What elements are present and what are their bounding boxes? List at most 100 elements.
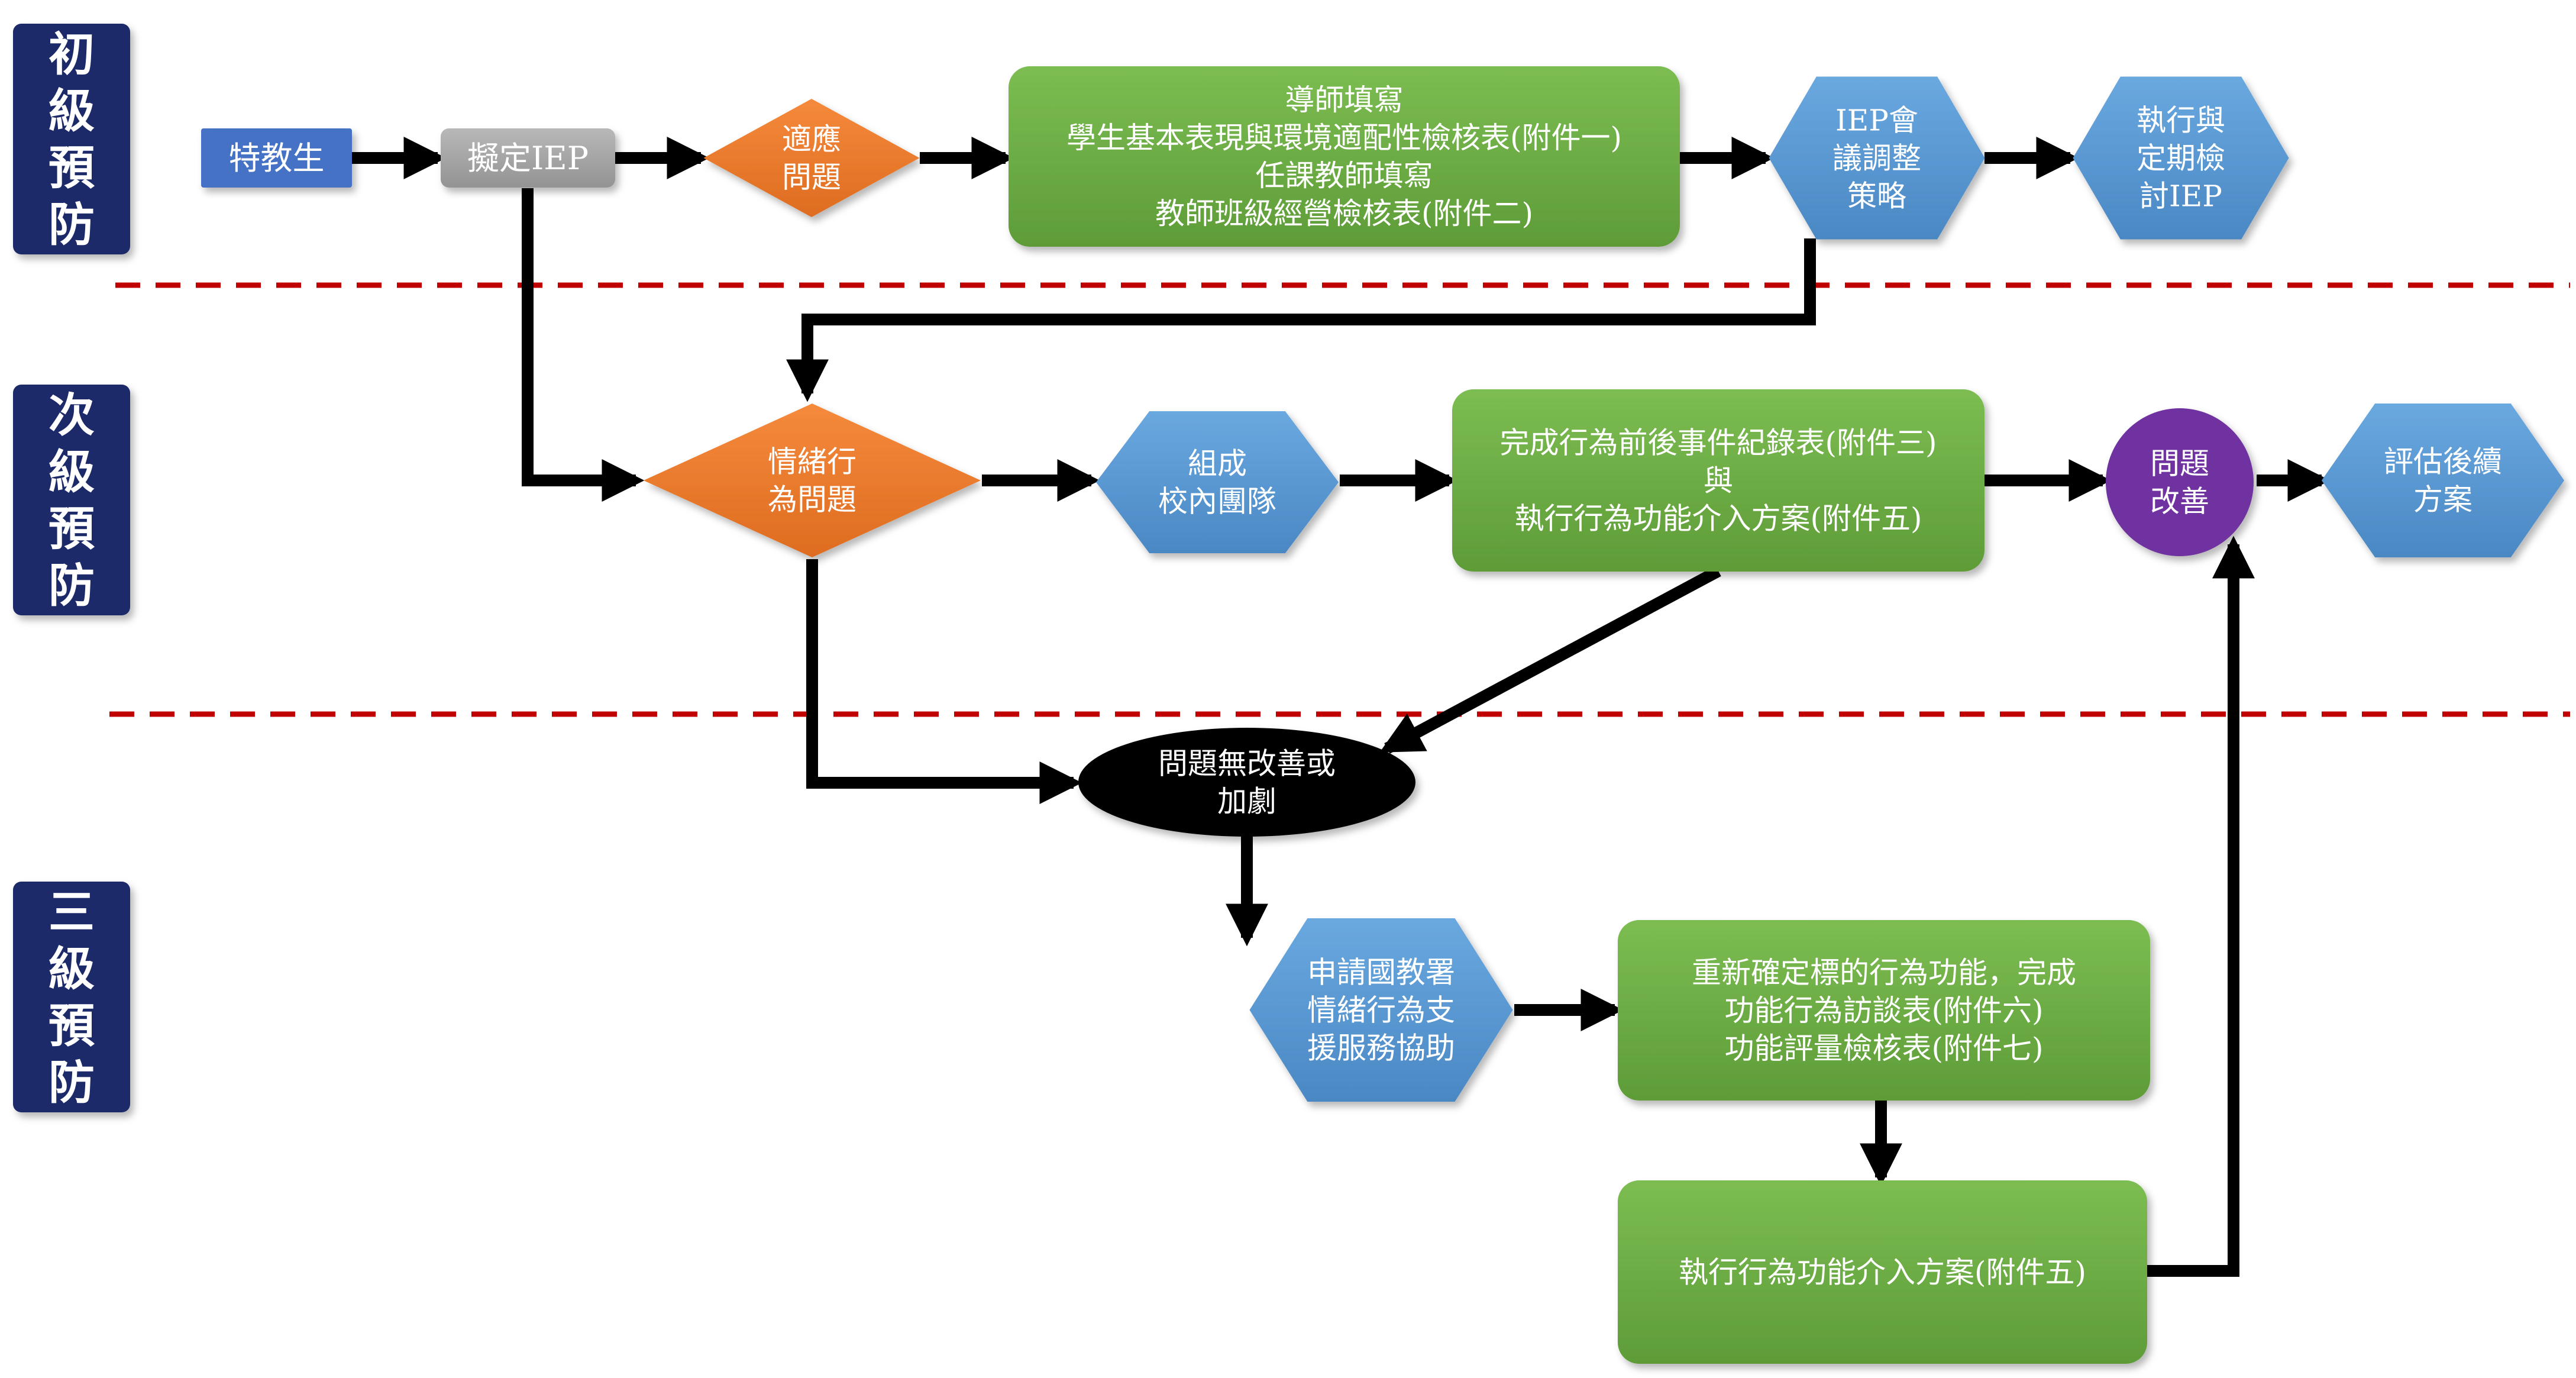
node-execute-review-iep: 執行與定期檢討IEP [2073, 76, 2289, 240]
tier-primary-badge [13, 24, 130, 254]
tier-secondary-text-line: 次 [49, 389, 95, 442]
node-execute-review-iep-label-line: 定期檢 [2137, 141, 2225, 176]
node-problem-improved-label-line: 問題 [2150, 447, 2209, 481]
node-teacher-forms-label-line: 任課教師填寫 [1256, 159, 1433, 193]
node-iep-meeting-label-line: 策略 [1847, 179, 1906, 214]
node-emotional-behavior-problem-label-line: 為問題 [768, 483, 856, 517]
node-evaluate-follow-up-label: 評估後續方案 [2384, 445, 2502, 517]
node-draft-iep-shape [441, 128, 615, 188]
node-evaluate-follow-up-label-line: 評估後續 [2384, 445, 2502, 479]
node-teacher-forms-shape [1009, 66, 1680, 247]
tier-secondary-text-line: 預 [49, 502, 95, 556]
arrow-emotional-to-no-improvement [806, 559, 1082, 804]
node-school-team-shape [1096, 411, 1339, 553]
node-iep-meeting-label-line: 議調整 [1832, 141, 1921, 176]
node-fba-interview-label: 重新確定標的行為功能，完成功能行為訪談表(附件六)功能評量檢核表(附件七) [1692, 956, 2076, 1066]
node-adaptation-problem: 適應問題 [703, 99, 920, 217]
tier-secondary-text: 次級預防 [49, 389, 95, 612]
node-abc-record-label: 完成行為前後事件紀錄表(附件三) 與執行行為功能介入方案(附件五) [1499, 426, 1937, 536]
node-school-team: 組成校內團隊 [1096, 411, 1339, 553]
node-problem-improved-shape [2106, 408, 2254, 556]
tier-secondary-text-line: 防 [49, 559, 95, 612]
node-abc-record-shape [1452, 389, 1984, 572]
node-abc-record-label-line: 執行行為功能介入方案(附件五) [1514, 502, 1922, 536]
node-execute-review-iep-shape [2073, 76, 2289, 240]
node-adaptation-problem-label-line: 問題 [782, 160, 841, 195]
node-teacher-forms: 導師填寫學生基本表現與環境適配性檢核表(附件一) 任課教師填寫教師班級經營檢核表(… [1009, 66, 1680, 247]
node-apply-support-shape [1249, 918, 1513, 1102]
node-abc-record: 完成行為前後事件紀錄表(附件三) 與執行行為功能介入方案(附件五) [1452, 389, 1984, 572]
node-abc-record-label-line: 完成行為前後事件紀錄表(附件三) [1499, 426, 1937, 460]
node-apply-support-label-line: 援服務協助 [1307, 1031, 1455, 1066]
node-special-student: 特教生 [201, 128, 352, 188]
node-draft-iep-label-line: 擬定IEP [467, 140, 589, 177]
node-iep-meeting-shape [1769, 76, 1985, 240]
tier-tertiary-text-line: 三 [49, 886, 95, 939]
tier-tertiary-badge [13, 882, 130, 1112]
node-fba-interview-label-line: 重新確定標的行為功能，完成 [1692, 956, 2076, 990]
node-fba-interview-label-line: 功能評量檢核表(附件七) [1724, 1031, 2043, 1066]
node-no-improvement-shape [1078, 728, 1415, 837]
node-evaluate-follow-up: 評估後續方案 [2322, 404, 2564, 557]
node-execute-bip-shape [1618, 1180, 2147, 1364]
tier-primary-text-line: 級 [49, 85, 95, 138]
node-execute-bip-label-line: 執行行為功能介入方案(附件五) [1679, 1256, 2086, 1290]
node-execute-review-iep-label: 執行與定期檢討IEP [2137, 104, 2225, 214]
arrow-execute-bip-to-improved [2147, 535, 2255, 1277]
node-teacher-forms-label: 導師填寫學生基本表現與環境適配性檢核表(附件一) 任課教師填寫教師班級經營檢核表(… [1066, 83, 1622, 231]
node-school-team-label: 組成校內團隊 [1158, 447, 1276, 519]
node-draft-iep-label: 擬定IEP [467, 140, 589, 177]
tier-tertiary-text-line: 防 [49, 1056, 95, 1109]
node-execute-review-iep-label-line: 執行與 [2137, 104, 2225, 138]
tier-tertiary-label: 三級預防 [13, 882, 130, 1112]
node-apply-support-label-line: 情緒行為支 [1307, 993, 1455, 1028]
tier-primary-label: 初級預防 [13, 24, 130, 254]
tier-tertiary-text-line: 預 [49, 999, 95, 1053]
tier-primary-text-line: 初 [49, 28, 95, 81]
node-emotional-behavior-problem-label: 情緒行為問題 [768, 445, 856, 517]
node-special-student-label: 特教生 [229, 140, 325, 177]
node-adaptation-problem-label-line: 適應 [782, 122, 841, 157]
node-execute-review-iep-label-line: 討IEP [2139, 179, 2222, 214]
node-draft-iep: 擬定IEP [441, 128, 615, 188]
tier-primary-text: 初級預防 [49, 28, 95, 251]
node-emotional-behavior-problem-label-line: 情緒行 [768, 445, 856, 479]
tier-secondary-text-line: 級 [49, 446, 95, 499]
node-execute-bip: 執行行為功能介入方案(附件五) [1618, 1180, 2147, 1364]
node-school-team-label-line: 組成 [1188, 447, 1247, 481]
node-special-student-label-line: 特教生 [229, 140, 325, 177]
arrow-abc-to-no-improvement [1379, 566, 1721, 754]
node-fba-interview-label-line: 功能行為訪談表(附件六) [1724, 993, 2043, 1028]
arrow-iep-to-emotional [522, 188, 645, 502]
node-abc-record-label-line: 與 [1704, 464, 1733, 498]
node-no-improvement-label-line: 加劇 [1217, 785, 1276, 819]
node-apply-support-label-line: 申請國教署 [1307, 956, 1455, 990]
tier-primary-text-line: 預 [49, 141, 95, 195]
node-iep-meeting: IEP會議調整策略 [1769, 76, 1985, 240]
node-problem-improved-label: 問題改善 [2150, 447, 2209, 519]
node-teacher-forms-label-line: 學生基本表現與環境適配性檢核表(附件一) [1066, 121, 1622, 155]
node-apply-support-label: 申請國教署情緒行為支援服務協助 [1307, 956, 1455, 1066]
tier-tertiary-text: 三級預防 [49, 886, 95, 1109]
node-adaptation-problem-shape [703, 99, 920, 217]
node-problem-improved: 問題改善 [2106, 408, 2254, 556]
node-no-improvement-label: 問題無改善或加劇 [1158, 747, 1336, 819]
node-emotional-behavior-problem-shape [644, 404, 981, 557]
node-school-team-label-line: 校內團隊 [1158, 485, 1276, 519]
node-fba-interview-shape [1618, 920, 2150, 1101]
node-apply-support: 申請國教署情緒行為支援服務協助 [1249, 918, 1513, 1102]
node-teacher-forms-label-line: 導師填寫 [1285, 83, 1404, 117]
node-evaluate-follow-up-label-line: 方案 [2413, 483, 2472, 517]
node-special-student-shape [201, 128, 352, 188]
tier-secondary-badge [13, 385, 130, 615]
node-no-improvement-label-line: 問題無改善或 [1158, 747, 1336, 781]
node-adaptation-problem-label: 適應問題 [782, 122, 841, 195]
node-emotional-behavior-problem: 情緒行為問題 [644, 404, 981, 557]
node-fba-interview: 重新確定標的行為功能，完成功能行為訪談表(附件六)功能評量檢核表(附件七) [1618, 920, 2150, 1101]
node-no-improvement: 問題無改善或加劇 [1078, 728, 1415, 837]
node-iep-meeting-label-line: IEP會 [1835, 104, 1918, 138]
arrow-meeting-to-emotional [786, 238, 1816, 402]
node-teacher-forms-label-line: 教師班級經營檢核表(附件二) [1155, 196, 1533, 231]
node-evaluate-follow-up-shape [2322, 404, 2564, 557]
